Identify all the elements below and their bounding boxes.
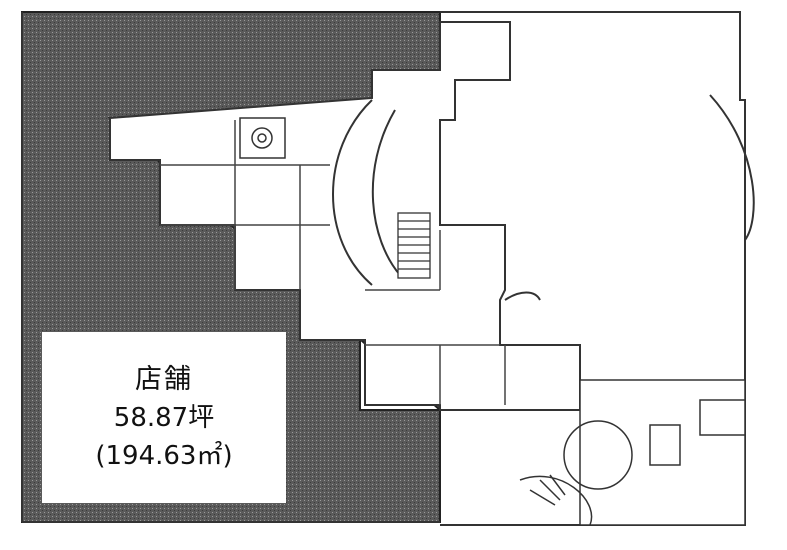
store-name: 店舗 — [135, 363, 193, 395]
toilet-icon — [239, 117, 286, 159]
curved-walls — [332, 94, 755, 301]
staircase — [397, 212, 431, 279]
spiral-stair — [519, 379, 746, 526]
grid-lines — [160, 120, 506, 405]
store-area-sqm: (194.63㎡) — [95, 440, 233, 471]
store-label: 店舗 58.87坪 (194.63㎡) — [42, 332, 286, 503]
store-area-tsubo: 58.87坪 — [113, 402, 215, 433]
